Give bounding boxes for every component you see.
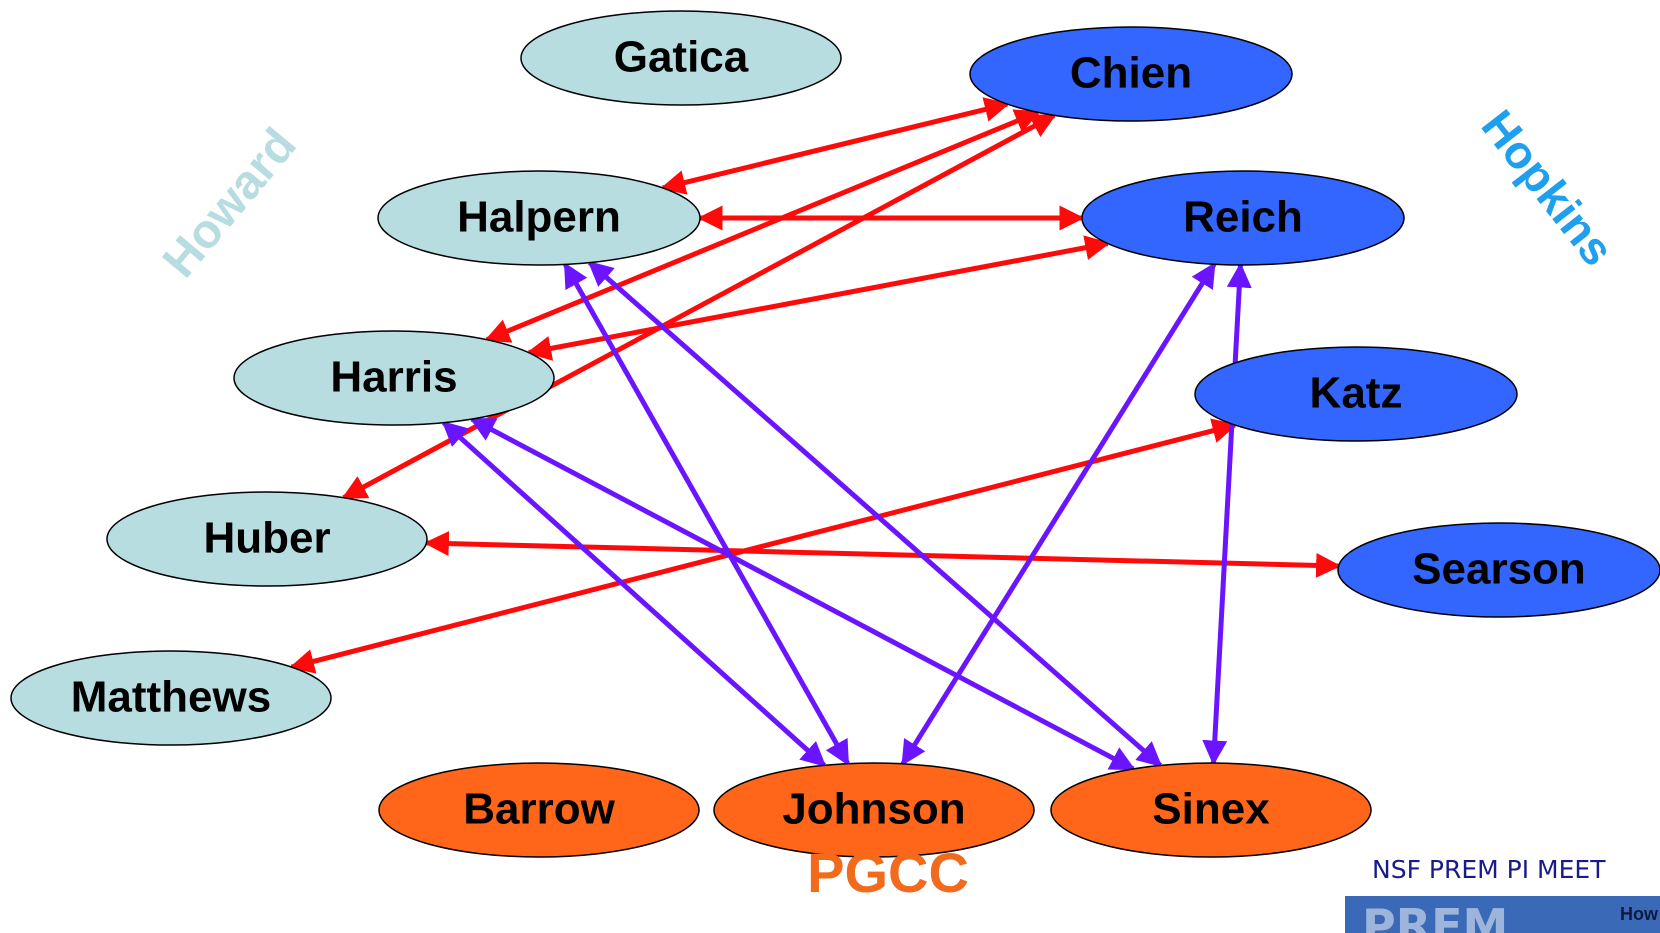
node-label-gatica: Gatica xyxy=(614,33,749,82)
node-huber: Huber xyxy=(106,491,428,587)
node-johnson: Johnson xyxy=(713,762,1035,858)
node-label-katz: Katz xyxy=(1310,369,1403,418)
node-ellipse-huber xyxy=(106,491,428,587)
edge-reich-sinex xyxy=(1202,262,1252,766)
node-label-matthews: Matthews xyxy=(71,673,271,722)
edge-reich-johnson xyxy=(900,262,1217,766)
node-label-harris: Harris xyxy=(330,353,457,402)
node-ellipse-johnson xyxy=(713,762,1035,858)
node-ellipse-searson xyxy=(1337,522,1660,618)
node-ellipse-chien xyxy=(969,26,1293,122)
node-katz: Katz xyxy=(1194,346,1518,442)
prem-logo-text: PREM xyxy=(1362,899,1508,933)
node-label-reich: Reich xyxy=(1183,193,1303,242)
node-ellipse-gatica xyxy=(520,10,842,106)
node-ellipse-harris xyxy=(233,330,555,426)
node-ellipse-halpern xyxy=(377,170,701,266)
node-reich: Reich xyxy=(1081,170,1405,266)
node-label-chien: Chien xyxy=(1070,49,1192,98)
node-label-searson: Searson xyxy=(1412,545,1586,594)
edge-huber-chien xyxy=(341,113,1057,500)
node-ellipse-sinex xyxy=(1050,762,1372,858)
node-ellipse-reich xyxy=(1081,170,1405,266)
node-matthews: Matthews xyxy=(10,650,332,746)
node-sinex: Sinex xyxy=(1050,762,1372,858)
node-ellipse-barrow xyxy=(378,762,700,858)
node-halpern: Halpern xyxy=(377,170,701,266)
node-ellipse-matthews xyxy=(10,650,332,746)
edge-huber-searson xyxy=(423,531,1342,578)
node-searson: Searson xyxy=(1337,522,1660,618)
edges-layer xyxy=(289,97,1342,772)
edge-halpern-johnson xyxy=(563,262,850,766)
prem-logo-caption: How xyxy=(1620,904,1659,924)
edge-halpern-sinex xyxy=(587,260,1163,768)
node-label-huber: Huber xyxy=(203,514,330,563)
node-label-sinex: Sinex xyxy=(1152,785,1270,834)
group-label-pgcc: PGCC xyxy=(807,841,969,904)
node-barrow: Barrow xyxy=(378,762,700,858)
node-label-johnson: Johnson xyxy=(782,785,965,834)
node-harris: Harris xyxy=(233,330,555,426)
edge-harris-johnson xyxy=(441,420,827,768)
prem-logo: PREM How xyxy=(1345,896,1660,933)
node-label-halpern: Halpern xyxy=(457,193,621,242)
node-gatica: Gatica xyxy=(520,10,842,106)
node-ellipse-katz xyxy=(1194,346,1518,442)
group-label-hopkins: Hopkins xyxy=(1472,100,1625,275)
node-chien: Chien xyxy=(969,26,1293,122)
node-label-barrow: Barrow xyxy=(463,785,615,834)
footer-meeting-text: NSF PREM PI MEET xyxy=(1372,855,1606,884)
group-label-howard: Howard xyxy=(153,119,307,288)
